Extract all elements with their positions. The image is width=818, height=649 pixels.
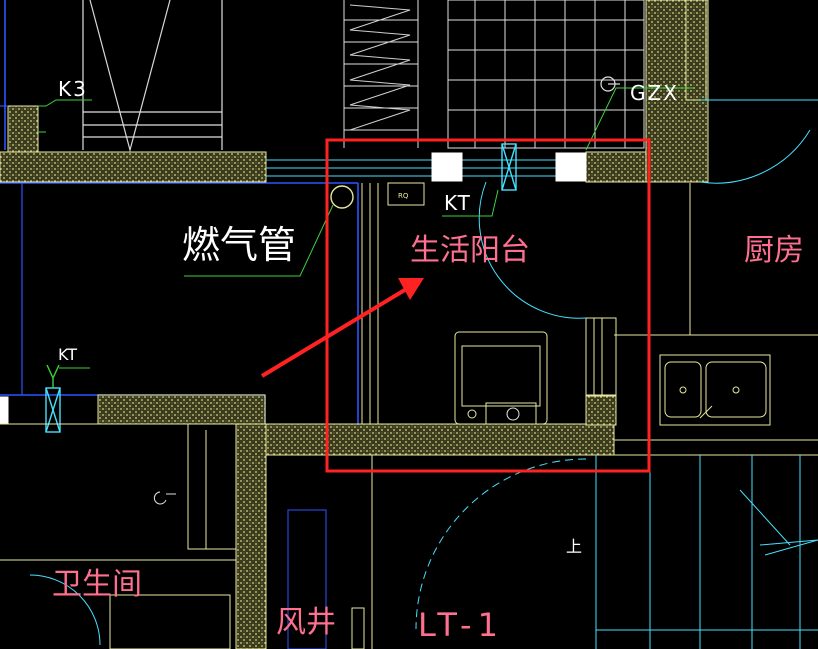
- highlight-box: [325, 138, 651, 473]
- bathroom-lines: [0, 423, 373, 649]
- up-mark-label: 上: [566, 537, 582, 556]
- living-balcony-label: 生活阳台: [410, 233, 530, 268]
- rq-label: RQ: [398, 192, 409, 200]
- kt-left-label: KT: [58, 345, 77, 364]
- left-blue-lines: [0, 0, 359, 424]
- k3-label: K3: [58, 77, 88, 101]
- leaders: [38, 87, 694, 369]
- kt-fan-left: [45, 364, 61, 433]
- misc-blue: [0, 105, 23, 395]
- stair-label: LT-1: [418, 606, 504, 644]
- right-lines: [614, 183, 818, 456]
- kitchen-label: 厨房: [744, 233, 804, 268]
- gzx-label: GZX: [630, 81, 679, 105]
- upper-left-structure: [82, 0, 223, 153]
- bathroom-label: 卫生间: [52, 567, 142, 602]
- gas-pipe-label: 燃气管: [182, 223, 296, 267]
- top-grid: [343, 0, 645, 149]
- walls: [0, 0, 709, 649]
- kt-fan-top: [501, 143, 517, 191]
- air-shaft-label: 风井: [276, 605, 336, 640]
- door-arcs: [29, 129, 811, 646]
- gas-pipe-circle: [330, 185, 354, 209]
- lower-stair: [595, 455, 818, 649]
- kt-balcony-label: KT: [444, 191, 472, 215]
- gzx-symbol: [600, 76, 620, 92]
- balcony-interior: [361, 182, 617, 425]
- duct-band: [266, 99, 818, 177]
- window-blocks: [0, 152, 587, 424]
- red-arrow: [260, 278, 424, 378]
- kitchen-sink: [659, 354, 771, 426]
